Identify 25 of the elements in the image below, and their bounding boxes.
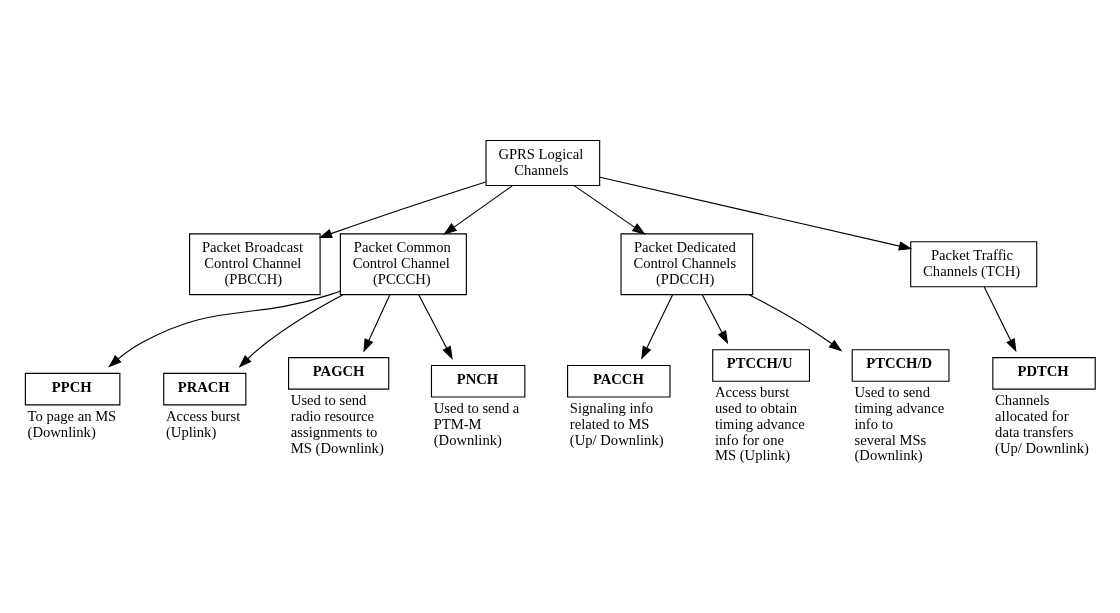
node-label: Signaling info related to MS (Up/ Downlink) bbox=[569, 399, 664, 448]
arrow bbox=[983, 285, 1017, 352]
node-label: Channels allocated for data transfers (Up/ Downlink) bbox=[995, 391, 1089, 456]
arrow bbox=[443, 184, 514, 235]
arrow bbox=[748, 293, 843, 352]
node-box: Packet Broadcast Control Channel (PBCCH) bbox=[189, 232, 321, 295]
arrow bbox=[641, 293, 674, 360]
arrow bbox=[418, 293, 453, 360]
arrow bbox=[363, 293, 391, 352]
node-label: Used to send timing advance info to several MSs (Downlink) bbox=[854, 383, 945, 463]
arrow bbox=[238, 293, 344, 368]
node-label: Used to send radio resource assignments to MS (Downlink) bbox=[290, 391, 384, 456]
node-box: Packet Common Control Channel (PCCCH) bbox=[339, 232, 467, 295]
node-label: Access burst used to obtain timing advance info for one MS (Uplink) bbox=[714, 383, 805, 463]
arrow bbox=[108, 290, 341, 368]
arrow bbox=[573, 184, 646, 235]
node-box: Packet Dedicated Control Channels (PDCCH) bbox=[620, 232, 754, 295]
arrow bbox=[701, 293, 729, 344]
node-label: Used to send a PTM-M (Downlink) bbox=[433, 399, 520, 448]
node-label: To page an MS (Downlink) bbox=[27, 407, 117, 440]
node-box: GPRS Logical Channels bbox=[485, 139, 601, 186]
arrow bbox=[318, 180, 487, 238]
arrow bbox=[599, 176, 913, 251]
node-label: Access burst (Uplink) bbox=[165, 407, 241, 440]
node-box: Packet Traffic Channels (TCH) bbox=[910, 240, 1038, 287]
